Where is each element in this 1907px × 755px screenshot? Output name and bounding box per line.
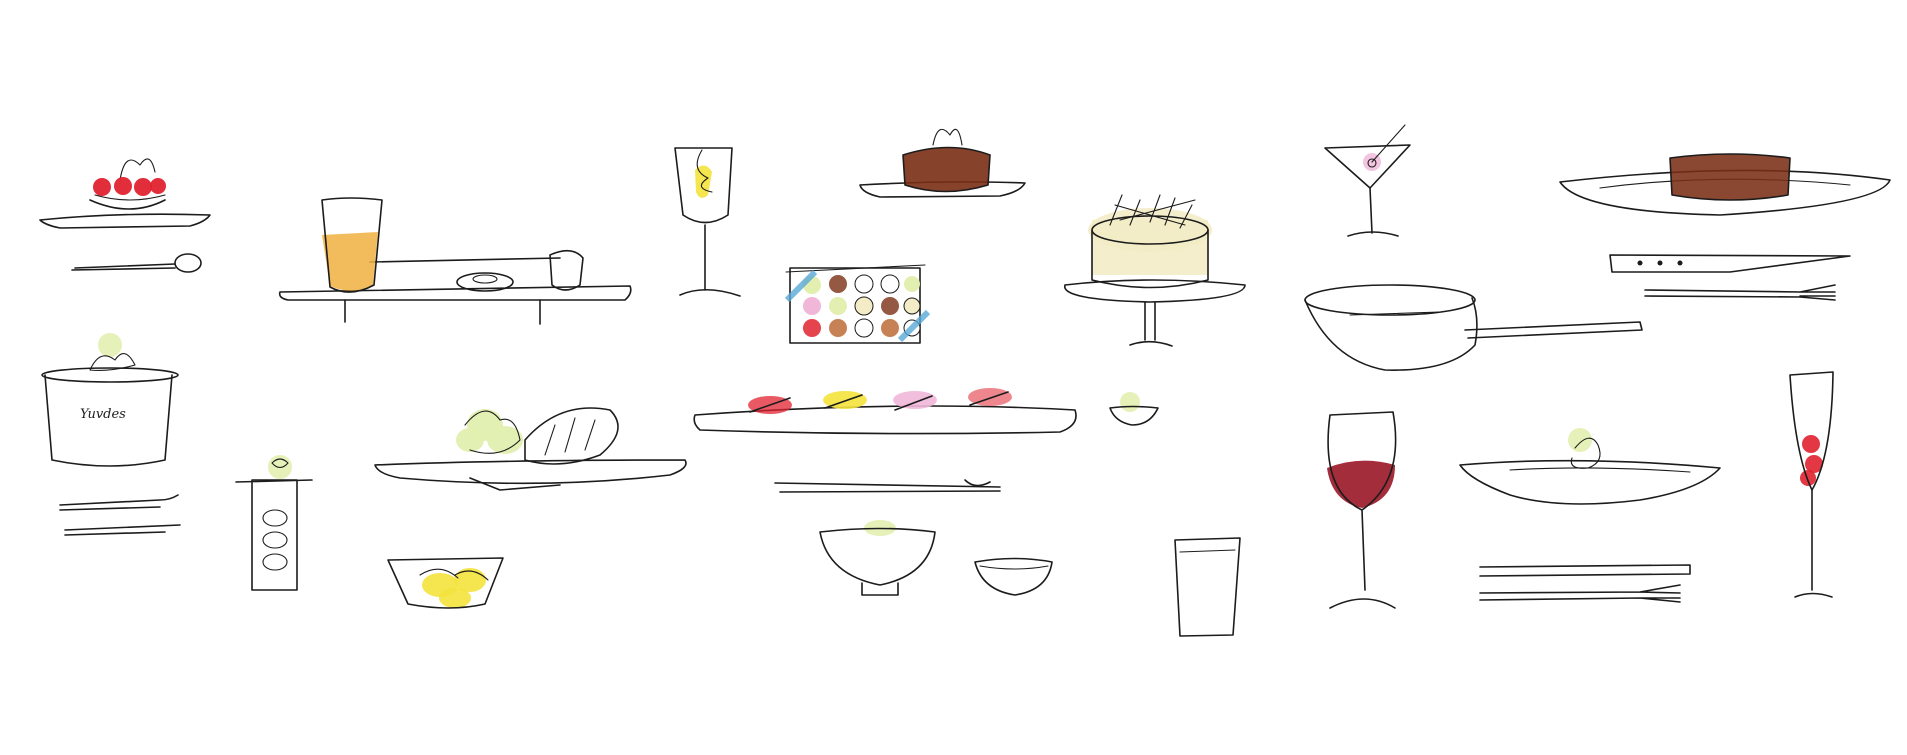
knife-icon bbox=[1609, 254, 1851, 273]
steak-plate-icon bbox=[1559, 153, 1891, 216]
cherry-tart-icon bbox=[39, 158, 211, 229]
juice-glass-icon bbox=[321, 197, 383, 293]
martini-glass-icon bbox=[1324, 124, 1411, 237]
red-wine-glass-icon bbox=[1327, 411, 1397, 609]
canister-label: Yuvdes bbox=[80, 407, 126, 422]
fork-icon bbox=[1644, 284, 1836, 301]
gift-jar-icon bbox=[235, 455, 313, 591]
canister-icon: Yuvdes bbox=[41, 333, 179, 467]
wooden-tray-icon bbox=[278, 257, 632, 325]
cutlery-set-icon bbox=[1479, 564, 1691, 603]
pasta-plate-icon bbox=[1459, 428, 1721, 505]
champagne-flute-icon bbox=[1789, 371, 1834, 598]
spoon-icon bbox=[71, 253, 202, 273]
cutlery-pair-icon bbox=[59, 494, 181, 536]
small-bowl-icon bbox=[974, 557, 1053, 596]
sauce-dish-icon bbox=[1109, 392, 1159, 426]
sauce-dish-on-tray-icon bbox=[456, 272, 514, 292]
layer-cake-icon bbox=[1064, 194, 1246, 347]
macaron-dots bbox=[803, 274, 921, 338]
sushi-board-icon bbox=[693, 388, 1077, 435]
cup-icon bbox=[549, 249, 584, 291]
frying-pan-icon bbox=[1304, 284, 1643, 371]
chocolate-cake-icon bbox=[859, 128, 1026, 198]
chopsticks-icon bbox=[774, 479, 1001, 493]
tumbler-glass-icon bbox=[1174, 537, 1241, 637]
lemon-bowl-icon bbox=[387, 557, 504, 609]
macaron-box-icon bbox=[784, 264, 931, 344]
white-wine-glass-icon bbox=[674, 147, 741, 297]
rice-bowl-icon bbox=[819, 520, 936, 596]
bread-plate-icon bbox=[374, 407, 687, 491]
